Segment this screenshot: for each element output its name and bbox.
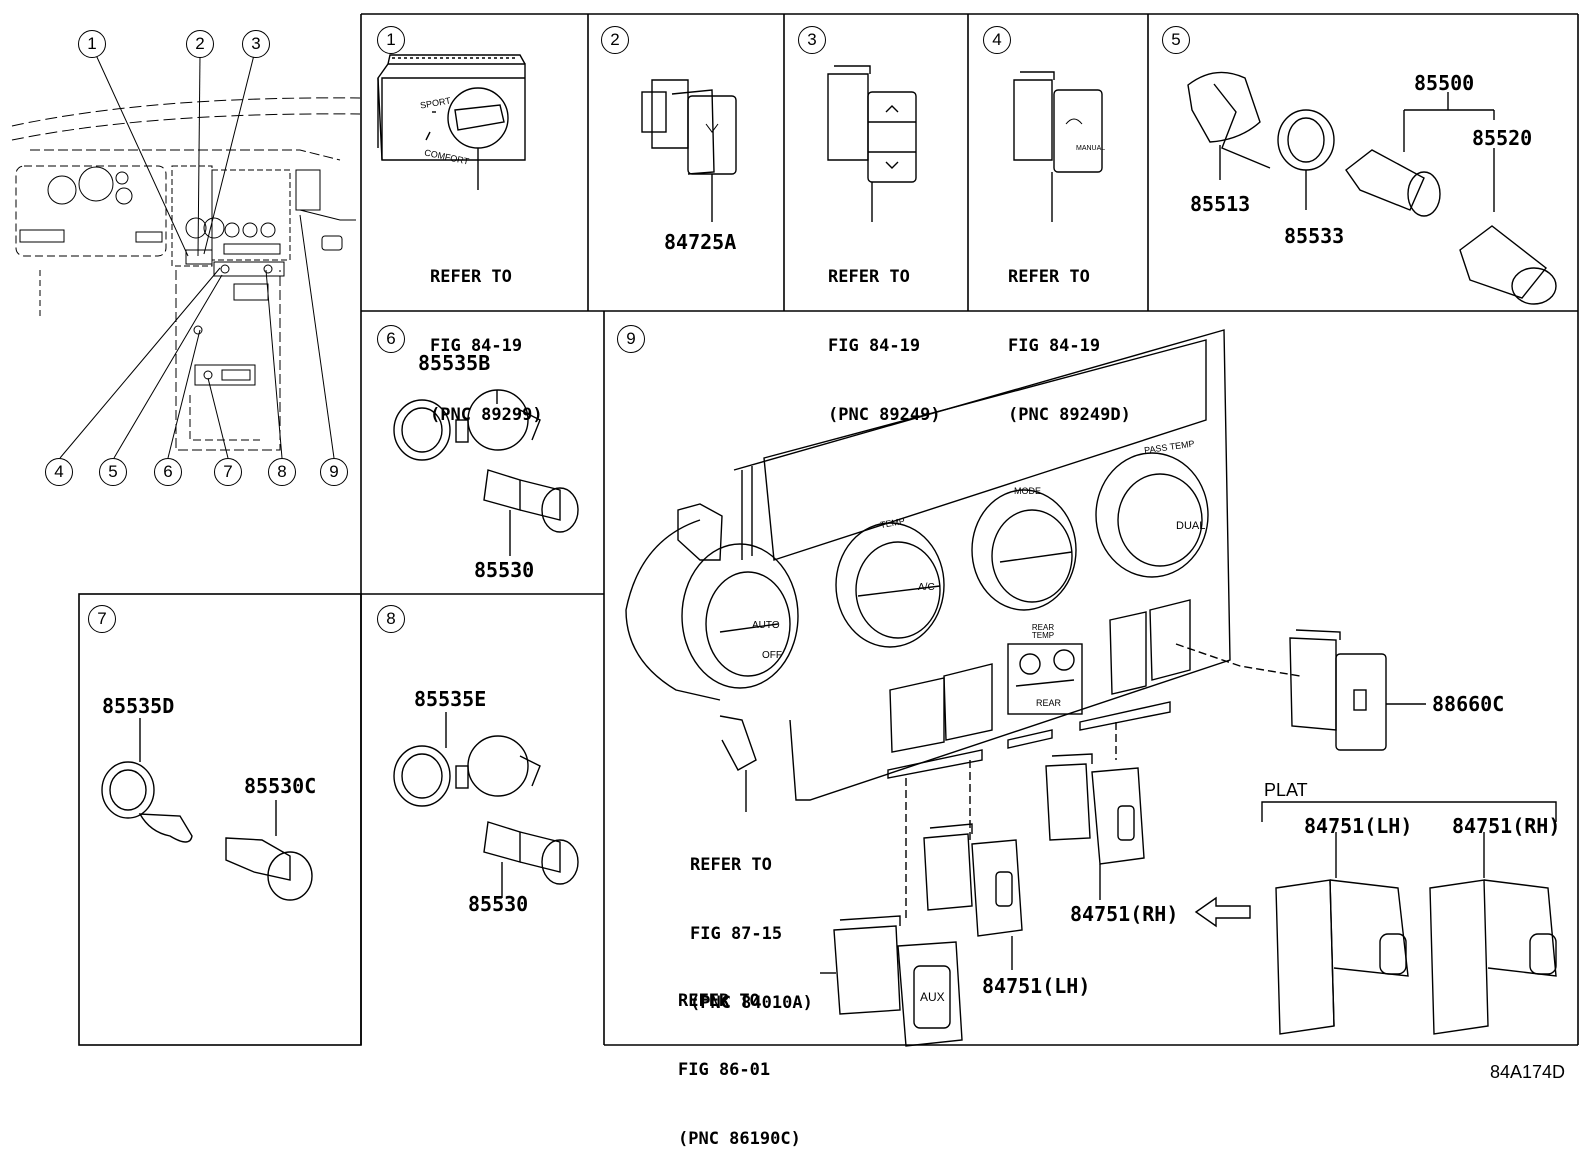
reference-note-climate: REFER TO FIG 87-15 (PNC 84010A)	[690, 808, 813, 1038]
overview-callout-7: 7	[214, 458, 242, 486]
ref-line: FIG 86-01	[678, 1060, 771, 1080]
plat-part-number-rh: 84751(RH)	[1452, 814, 1561, 838]
overview-callout-9: 9	[320, 458, 348, 486]
section-number-4: 4	[983, 26, 1011, 54]
ref-line: REFER TO	[678, 991, 760, 1011]
diagram-canvas	[11, 13, 1579, 1047]
part-number-85513: 85513	[1190, 192, 1251, 216]
reference-note-p1: REFER TO FIG 84-19 (PNC 89299)	[430, 220, 543, 450]
figure-id: 84A174D	[1490, 1062, 1566, 1082]
section-number-2: 2	[601, 26, 629, 54]
plat-bracket	[1261, 801, 1557, 878]
ref-line: (PNC 84010A)	[690, 993, 813, 1013]
manual-switch	[1013, 71, 1103, 222]
plat-switch-rh	[1429, 879, 1557, 1035]
plat-switch-lh	[1275, 879, 1409, 1035]
overview-callout-3: 3	[242, 30, 270, 58]
switch-88660c	[1289, 629, 1426, 751]
plat-part-number-lh: 84751(LH)	[1304, 814, 1413, 838]
section-number-9: 9	[617, 325, 645, 353]
marking-aux: AUX	[920, 990, 945, 1004]
ref-line: FIG 84-19	[828, 336, 921, 356]
ref-line: REFER TO	[828, 267, 910, 287]
overview-callout-8: 8	[268, 458, 296, 486]
section-number-8: 8	[377, 605, 405, 633]
switch-84725a	[641, 79, 737, 222]
ref-line: (PNC 89299)	[430, 405, 543, 425]
section-number-3: 3	[798, 26, 826, 54]
marking-rear-temp: REAR TEMP	[1031, 623, 1055, 640]
aux-switch	[820, 915, 963, 1047]
power-outlet-assembly	[1187, 71, 1557, 305]
seat-heater-switch-lh	[923, 823, 1023, 970]
section-number-1: 1	[377, 26, 405, 54]
ref-line: REFER TO	[1008, 267, 1090, 287]
outlet-with-cap-e	[393, 712, 579, 898]
overview-leader-lines	[59, 54, 335, 459]
ref-line: FIG 84-19	[430, 336, 523, 356]
part-number-85500: 85500	[1414, 71, 1475, 95]
part-number-85520: 85520	[1472, 126, 1533, 150]
marking-rear: REAR	[1036, 698, 1062, 708]
overview-callout-2: 2	[186, 30, 214, 58]
ref-line: (PNC 86190C)	[678, 1129, 801, 1149]
marking-dual: DUAL	[1176, 520, 1206, 532]
ref-line: (PNC 89249D)	[1008, 405, 1131, 425]
overview-callout-4: 4	[45, 458, 73, 486]
panel-frames	[78, 13, 1579, 1046]
parts-diagram: 1 2 3 4 5 6 7 8 9 1 2 3 4 5 6 7 8 9 SPOR…	[11, 13, 1579, 1149]
ref-line: REFER TO	[690, 855, 772, 875]
seat-heater-switch-rh	[1045, 753, 1145, 900]
part-number-84751-lh: 84751(LH)	[982, 974, 1091, 998]
part-number-85530-p8: 85530	[468, 892, 529, 916]
section-number-7: 7	[88, 605, 116, 633]
part-number-85535d: 85535D	[102, 694, 175, 718]
part-number-85530-p6: 85530	[474, 558, 535, 582]
reference-note-aux: REFER TO FIG 86-01 (PNC 86190C)	[678, 944, 801, 1174]
part-number-84725a: 84725A	[664, 230, 737, 254]
part-number-88660c: 88660C	[1432, 692, 1505, 716]
part-number-85535e: 85535E	[414, 687, 487, 711]
ref-line: FIG 87-15	[690, 924, 783, 944]
overview-callout-6: 6	[154, 458, 182, 486]
reference-note-p3: REFER TO FIG 84-19 (PNC 89249)	[828, 220, 941, 450]
section-number-6: 6	[377, 325, 405, 353]
reference-note-p4: REFER TO FIG 84-19 (PNC 89249D)	[1008, 220, 1131, 450]
up-down-switch	[827, 65, 917, 222]
outlet-with-flip-cap	[101, 718, 313, 901]
ref-line: (PNC 89249)	[828, 405, 941, 425]
overview-callout-1: 1	[78, 30, 106, 58]
overview-callout-5: 5	[99, 458, 127, 486]
marking-auto: AUTO	[752, 620, 780, 631]
dashboard-overview	[11, 97, 361, 451]
marking-off: OFF	[762, 650, 782, 661]
ref-line: FIG 84-19	[1008, 336, 1101, 356]
ref-line: REFER TO	[430, 267, 512, 287]
part-number-85533: 85533	[1284, 224, 1345, 248]
part-number-85535b: 85535B	[418, 351, 491, 375]
climate-control-panel	[625, 329, 1301, 922]
marking-mode: MODE	[1014, 486, 1041, 496]
part-number-85530c: 85530C	[244, 774, 317, 798]
marking-ac: A/C	[918, 582, 935, 593]
plat-label: PLAT	[1264, 780, 1308, 800]
arrow-from-plat	[1194, 896, 1251, 928]
part-number-84751-rh: 84751(RH)	[1070, 902, 1179, 926]
section-number-5: 5	[1162, 26, 1190, 54]
marking-manual: MANUAL	[1076, 145, 1106, 152]
outlet-with-cap-b	[393, 389, 579, 556]
drive-mode-switch	[377, 54, 526, 190]
